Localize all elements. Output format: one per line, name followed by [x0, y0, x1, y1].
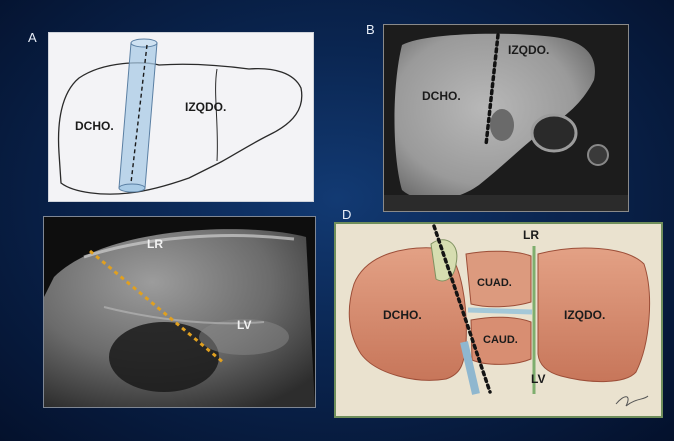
panel-b-right-lobe-label: DCHO.	[422, 89, 461, 103]
vena-cava-top	[131, 39, 157, 47]
vena-cava-bottom	[119, 184, 145, 192]
ct-gallbladder	[490, 109, 514, 141]
ultrasound-image	[44, 217, 315, 407]
panel-c-ultrasound: LR LV	[43, 216, 316, 408]
panel-d-anatomy-illustration: LR CUAD. CAUD. DCHO. IZQDO. LV	[334, 222, 663, 418]
ct-image	[384, 25, 628, 211]
panel-c-lv-label: LV	[237, 318, 251, 332]
panel-d-left-lobe-label: IZQDO.	[564, 308, 605, 322]
panel-letter-b: B	[366, 22, 375, 37]
panel-a-left-lobe-label: IZQDO.	[185, 100, 226, 114]
panel-b-ct-scan: DCHO. IZQDO.	[383, 24, 629, 212]
liver-outline-drawing	[49, 33, 313, 201]
panel-d-caud-label: CAUD.	[483, 334, 518, 346]
panel-d-cuad-label: CUAD.	[477, 277, 512, 289]
panel-d-right-lobe-label: DCHO.	[383, 308, 422, 322]
liver-fissure	[216, 69, 218, 161]
panel-letter-d: D	[342, 207, 351, 222]
panel-d-lr-label: LR	[523, 228, 539, 242]
panel-d-lv-label: LV	[531, 372, 545, 386]
panel-c-lr-label: LR	[147, 237, 163, 251]
portal-vein	[468, 310, 532, 312]
panel-a-right-lobe-label: DCHO.	[75, 119, 114, 133]
panel-a-liver-drawing: DCHO. IZQDO.	[48, 32, 314, 202]
ct-vessel	[588, 145, 608, 165]
panel-letter-a: A	[28, 30, 37, 45]
ct-stomach	[532, 115, 576, 151]
panel-b-left-lobe-label: IZQDO.	[508, 43, 549, 57]
vena-cava-tube	[119, 43, 157, 188]
